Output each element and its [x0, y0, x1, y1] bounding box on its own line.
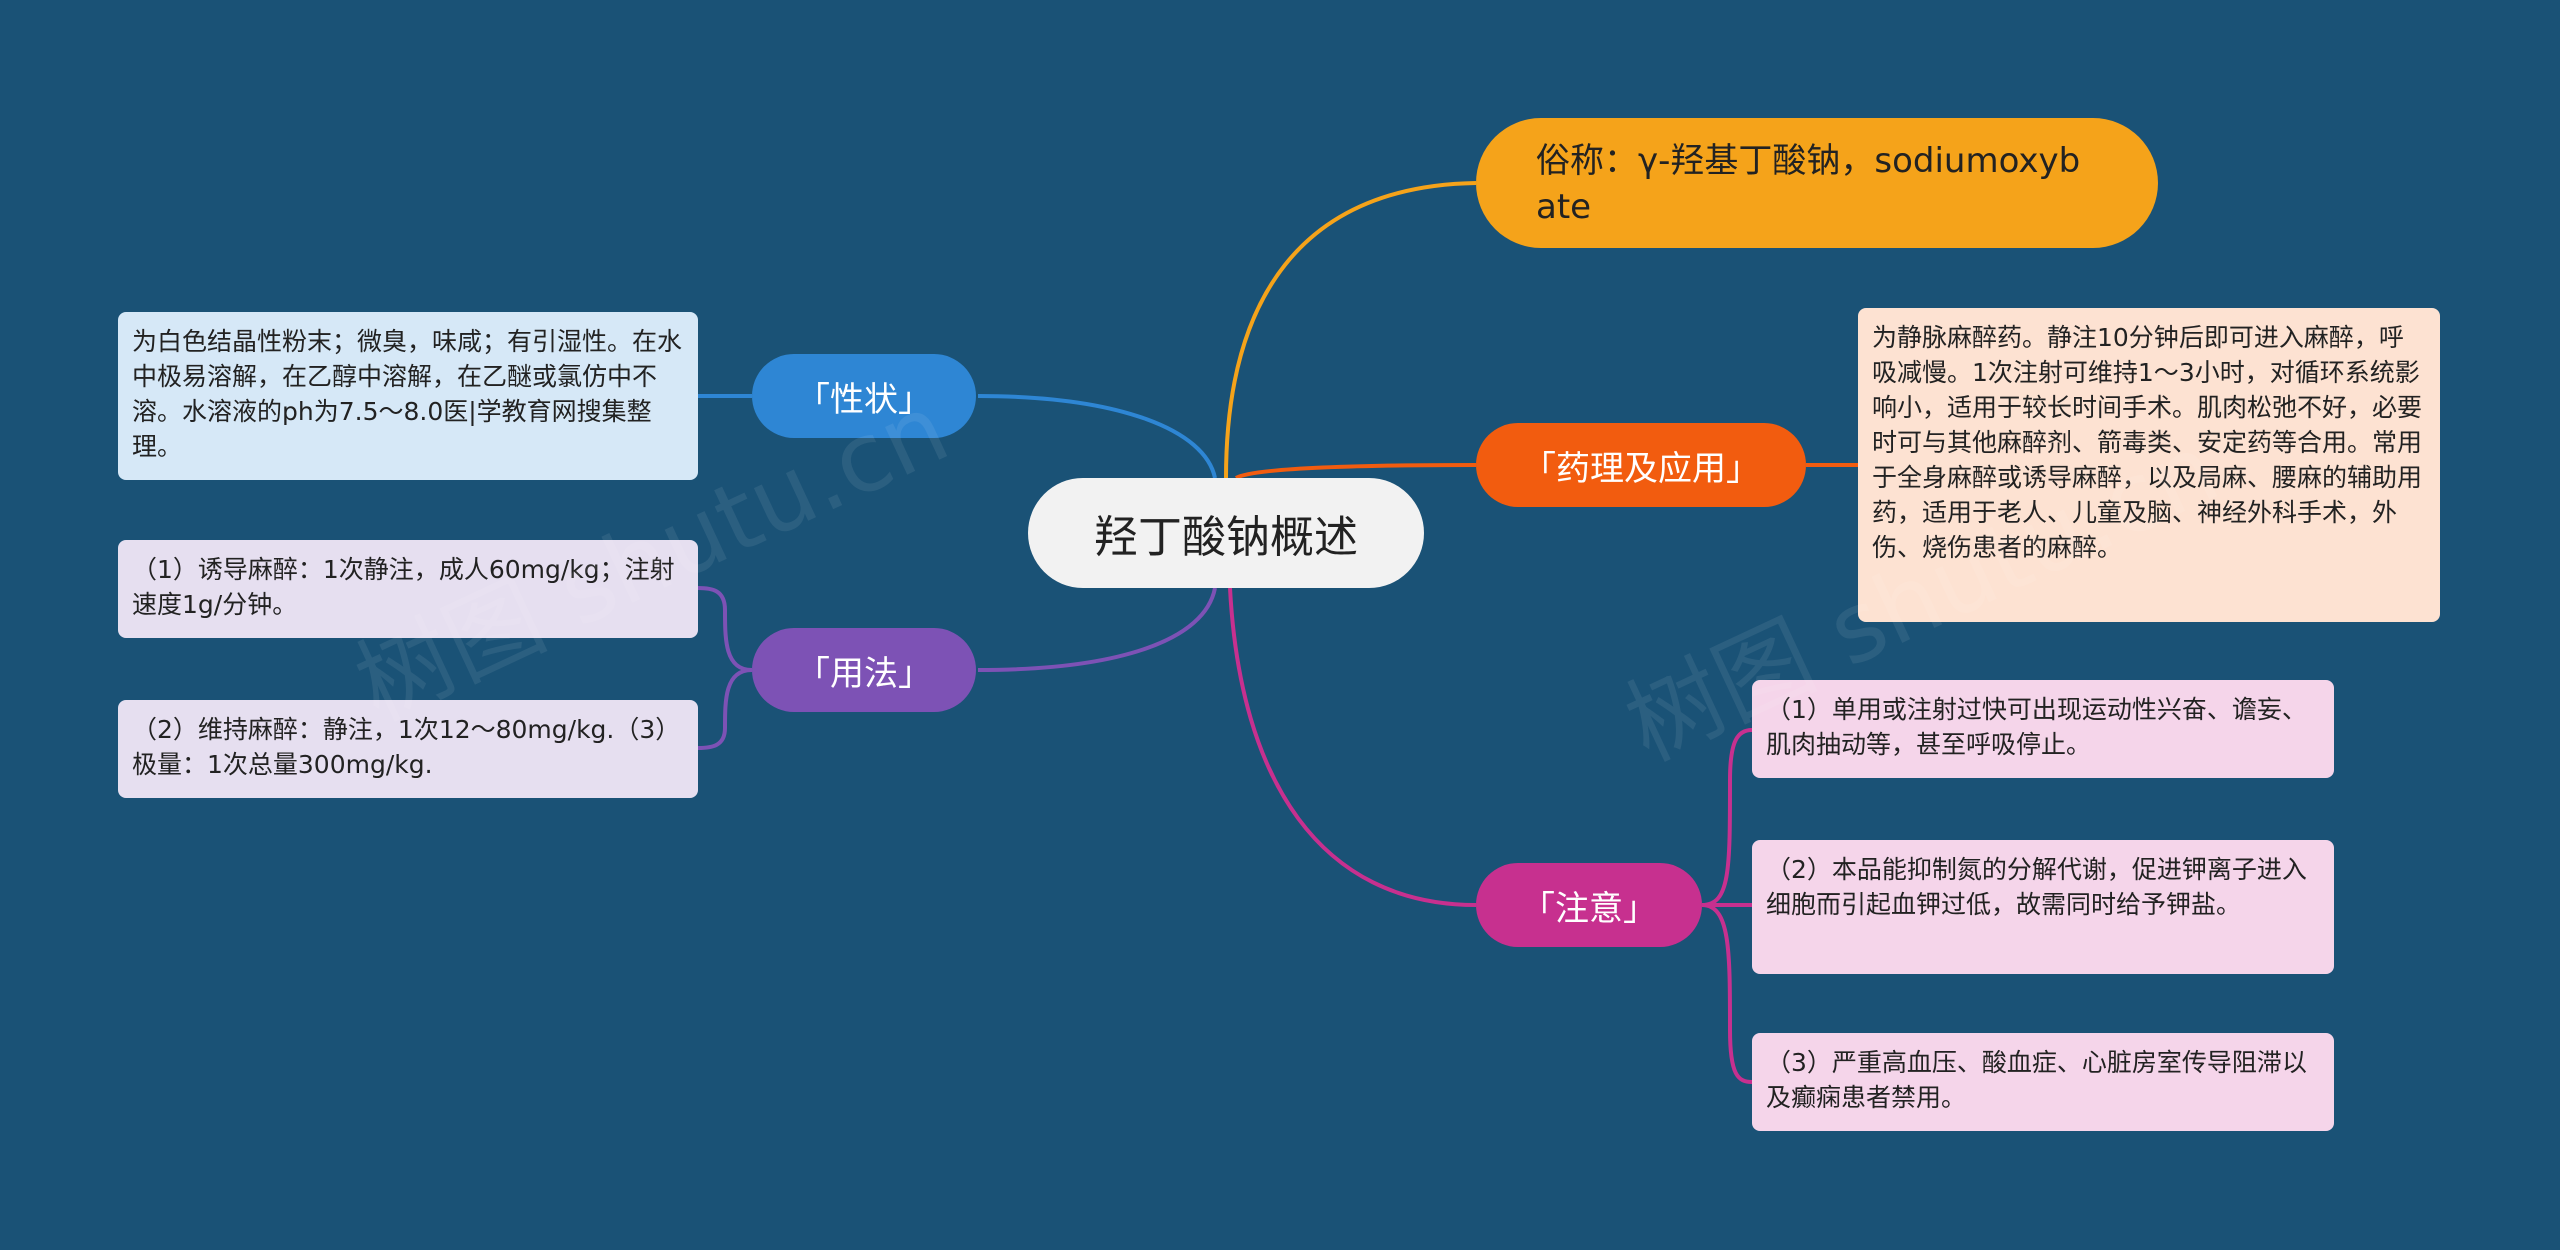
leaf-zhuyi-3-text: （3）严重高血压、酸血症、心脏房室传导阻滞以及癫痫患者禁用。	[1766, 1048, 2307, 1112]
root-topic-label: 羟丁酸钠概述	[1094, 512, 1358, 563]
branch-yaoli[interactable]: 「药理及应用」	[1476, 423, 1806, 507]
leaf-zhuyi-1[interactable]: （1）单用或注射过快可出现运动性兴奋、谵妄、肌肉抽动等，甚至呼吸停止。	[1752, 680, 2334, 778]
branch-yaoli-label: 「药理及应用」	[1522, 448, 1760, 489]
leaf-xingzhuang-1-text: 为白色结晶性粉末；微臭，味咸；有引湿性。在水中极易溶解，在乙醇中溶解，在乙醚或氯…	[132, 327, 683, 461]
leaf-zhuyi-2-text: （2）本品能抑制氮的分解代谢，促进钾离子进入细胞而引起血钾过低，故需同时给予钾盐…	[1766, 855, 2307, 919]
branch-zhuyi-label: 「注意」	[1521, 888, 1657, 929]
branch-yongfa[interactable]: 「用法」	[752, 628, 976, 712]
leaf-yongfa-2-text: （2）维持麻醉：静注，1次12～80mg/kg.（3）极量：1次总量300mg/…	[132, 715, 681, 779]
leaf-xingzhuang-1[interactable]: 为白色结晶性粉末；微臭，味咸；有引湿性。在水中极易溶解，在乙醇中溶解，在乙醚或氯…	[118, 312, 698, 480]
branch-xingzhuang-label: 「性状」	[796, 379, 932, 420]
branch-xingzhuang[interactable]: 「性状」	[752, 354, 976, 438]
leaf-yongfa-2[interactable]: （2）维持麻醉：静注，1次12～80mg/kg.（3）极量：1次总量300mg/…	[118, 700, 698, 798]
alias-topic[interactable]: 俗称：γ-羟基丁酸钠，sodiumoxybate	[1476, 118, 2158, 248]
leaf-zhuyi-1-text: （1）单用或注射过快可出现运动性兴奋、谵妄、肌肉抽动等，甚至呼吸停止。	[1766, 695, 2307, 759]
leaf-yongfa-1[interactable]: （1）诱导麻醉：1次静注，成人60mg/kg；注射速度1g/分钟。	[118, 540, 698, 638]
branch-yongfa-label: 「用法」	[796, 653, 932, 694]
branch-zhuyi[interactable]: 「注意」	[1476, 863, 1702, 947]
alias-topic-text: 俗称：γ-羟基丁酸钠，sodiumoxybate	[1536, 141, 2081, 227]
leaf-yaoli-1-text: 为静脉麻醉药。静注10分钟后即可进入麻醉，呼吸减慢。1次注射可维持1～3小时，对…	[1872, 323, 2423, 562]
leaf-zhuyi-3[interactable]: （3）严重高血压、酸血症、心脏房室传导阻滞以及癫痫患者禁用。	[1752, 1033, 2334, 1131]
leaf-zhuyi-2[interactable]: （2）本品能抑制氮的分解代谢，促进钾离子进入细胞而引起血钾过低，故需同时给予钾盐…	[1752, 840, 2334, 974]
leaf-yongfa-1-text: （1）诱导麻醉：1次静注，成人60mg/kg；注射速度1g/分钟。	[132, 555, 675, 619]
leaf-yaoli-1[interactable]: 为静脉麻醉药。静注10分钟后即可进入麻醉，呼吸减慢。1次注射可维持1～3小时，对…	[1858, 308, 2440, 622]
root-topic[interactable]: 羟丁酸钠概述	[1028, 478, 1424, 588]
